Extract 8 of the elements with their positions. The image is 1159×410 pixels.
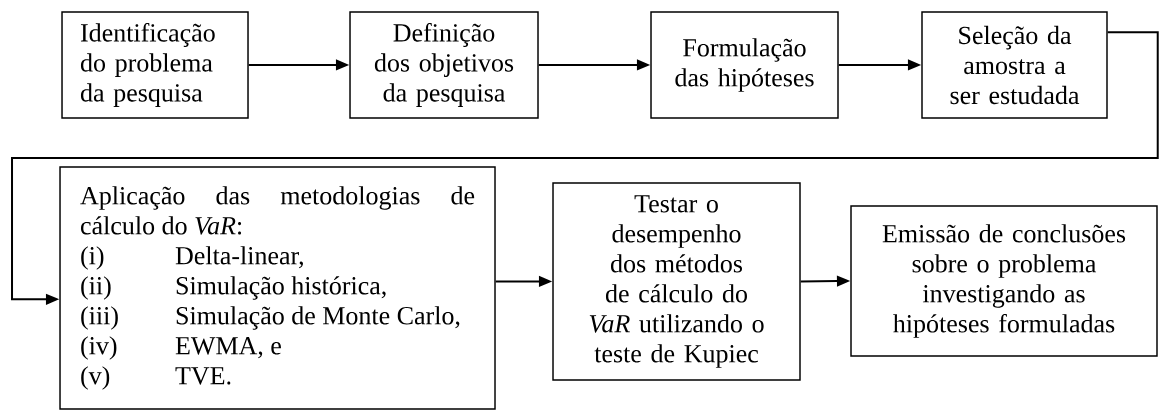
process-box: Aplicação das metodologias de cálculo do VaR: (i) Delta-linear, (ii) Simulação histórica, (iii) Simulação de Monte Carlo, (iv) EWMA, e (v) TVE. bbox=[59, 166, 496, 410]
process-box: Identificação do problema da pesquisa bbox=[61, 11, 249, 119]
process-box: Seleção da amostra a ser estudada bbox=[921, 11, 1108, 119]
arrow bbox=[11, 31, 1159, 305]
process-box: Definição dos objetivos da pesquisa bbox=[349, 11, 539, 119]
process-box: Emissão de conclusões sobre o problema investigando as hipóteses formuladas bbox=[850, 205, 1158, 357]
process-box: Testar o desempenho dos métodos de cálculo do VaR utilizando o teste de Kupiec bbox=[552, 182, 801, 381]
process-box: Formulação das hipóteses bbox=[650, 11, 839, 119]
